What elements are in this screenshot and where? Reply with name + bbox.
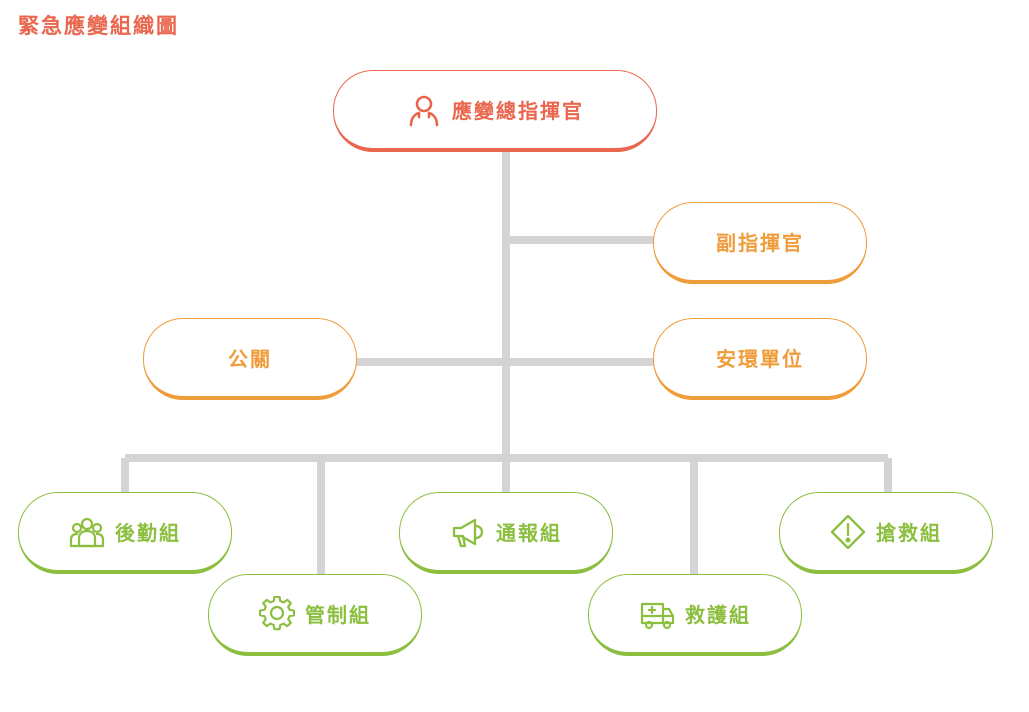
deputy-node[interactable]: 副指揮官	[653, 202, 867, 284]
person-icon	[406, 92, 442, 128]
control-node[interactable]: 管制組	[208, 574, 422, 656]
ambulance-icon	[639, 596, 675, 632]
pr-node[interactable]: 公關	[143, 318, 357, 400]
rescue-label: 搶救組	[876, 521, 942, 545]
deputy-label: 副指揮官	[716, 231, 804, 255]
megaphone-icon	[450, 514, 486, 550]
ambulance-node[interactable]: 救護組	[588, 574, 802, 656]
page-title: 緊急應變組織圖	[18, 14, 179, 38]
pr-label: 公關	[228, 347, 272, 371]
commander-node[interactable]: 應變總指揮官	[333, 70, 657, 152]
safety-label: 安環單位	[716, 347, 804, 371]
notify-node[interactable]: 通報組	[399, 492, 613, 574]
rescue-node[interactable]: 搶救組	[779, 492, 993, 574]
notify-label: 通報組	[496, 521, 562, 545]
safety-node[interactable]: 安環單位	[653, 318, 867, 400]
logistics-node[interactable]: 後勤組	[18, 492, 232, 574]
team-icon	[69, 514, 105, 550]
logistics-label: 後勤組	[115, 521, 181, 545]
warning-icon	[830, 514, 866, 550]
gear-icon	[259, 595, 295, 632]
commander-label: 應變總指揮官	[452, 99, 584, 123]
control-label: 管制組	[305, 603, 371, 627]
ambulance-label: 救護組	[685, 603, 751, 627]
